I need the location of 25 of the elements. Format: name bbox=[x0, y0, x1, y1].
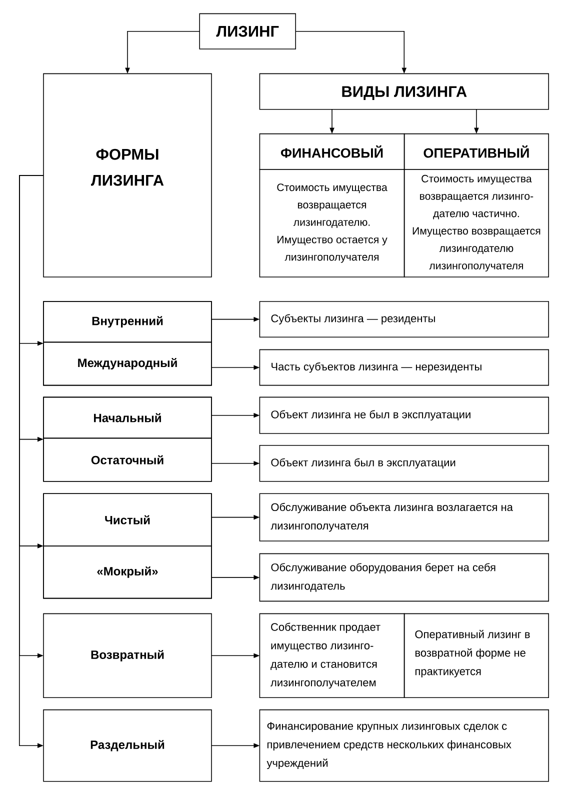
header-cell: ОПЕРАТИВНЫЙ bbox=[404, 133, 549, 170]
description-box: Финансирование крупных лизинговых сделок с привлечением средств нескольких финансовых учреждений bbox=[259, 709, 549, 782]
description-box: Объект лизинга был в эксплуатации bbox=[259, 445, 549, 482]
table-cell: Стоимость имущества возвращается лизинго- дателю частично. Имущество возвращается лизингодателю лизингополучателя bbox=[404, 169, 549, 278]
label-box: Раздельный bbox=[43, 709, 212, 782]
heading-box: ЛИЗИНГ bbox=[199, 13, 296, 50]
label-box: Остаточный bbox=[43, 438, 212, 482]
description-box: Субъекты лизинга — резиденты bbox=[259, 301, 549, 338]
label-box: Начальный bbox=[43, 396, 212, 439]
label-box: Внутренний bbox=[43, 301, 212, 343]
heading-box: ВИДЫ ЛИЗИНГА bbox=[259, 73, 549, 110]
description-box: Обслуживание объекта лизинга возлагается на лизингополучателя bbox=[259, 493, 549, 542]
label-box: Возвратный bbox=[43, 613, 212, 698]
label-box: «Мокрый» bbox=[43, 546, 212, 599]
label-box: Международный bbox=[43, 342, 212, 386]
description-box: Объект лизинга не был в эксплуатации bbox=[259, 396, 549, 434]
header-cell: ФИНАНСОВЫЙ bbox=[259, 133, 405, 170]
label-box: Чистый bbox=[43, 493, 212, 546]
description-box: Часть субъектов лизинга — нерезиденты bbox=[259, 349, 549, 386]
heading-box: ФОРМЫ ЛИЗИНГА bbox=[43, 73, 212, 278]
table-cell: Оперативный лизинг в возвратной форме не практикуется bbox=[404, 613, 549, 698]
table-cell: Собственник продает имущество лизинго- дателю и становится лизингополучателем bbox=[259, 613, 405, 698]
table-cell: Стоимость имущества возвращается лизингодателю. Имущество остается у лизингополучателя bbox=[259, 169, 405, 278]
arrow bbox=[19, 174, 44, 748]
description-box: Обслуживание оборудования берет на себя лизингодатель bbox=[259, 553, 549, 602]
